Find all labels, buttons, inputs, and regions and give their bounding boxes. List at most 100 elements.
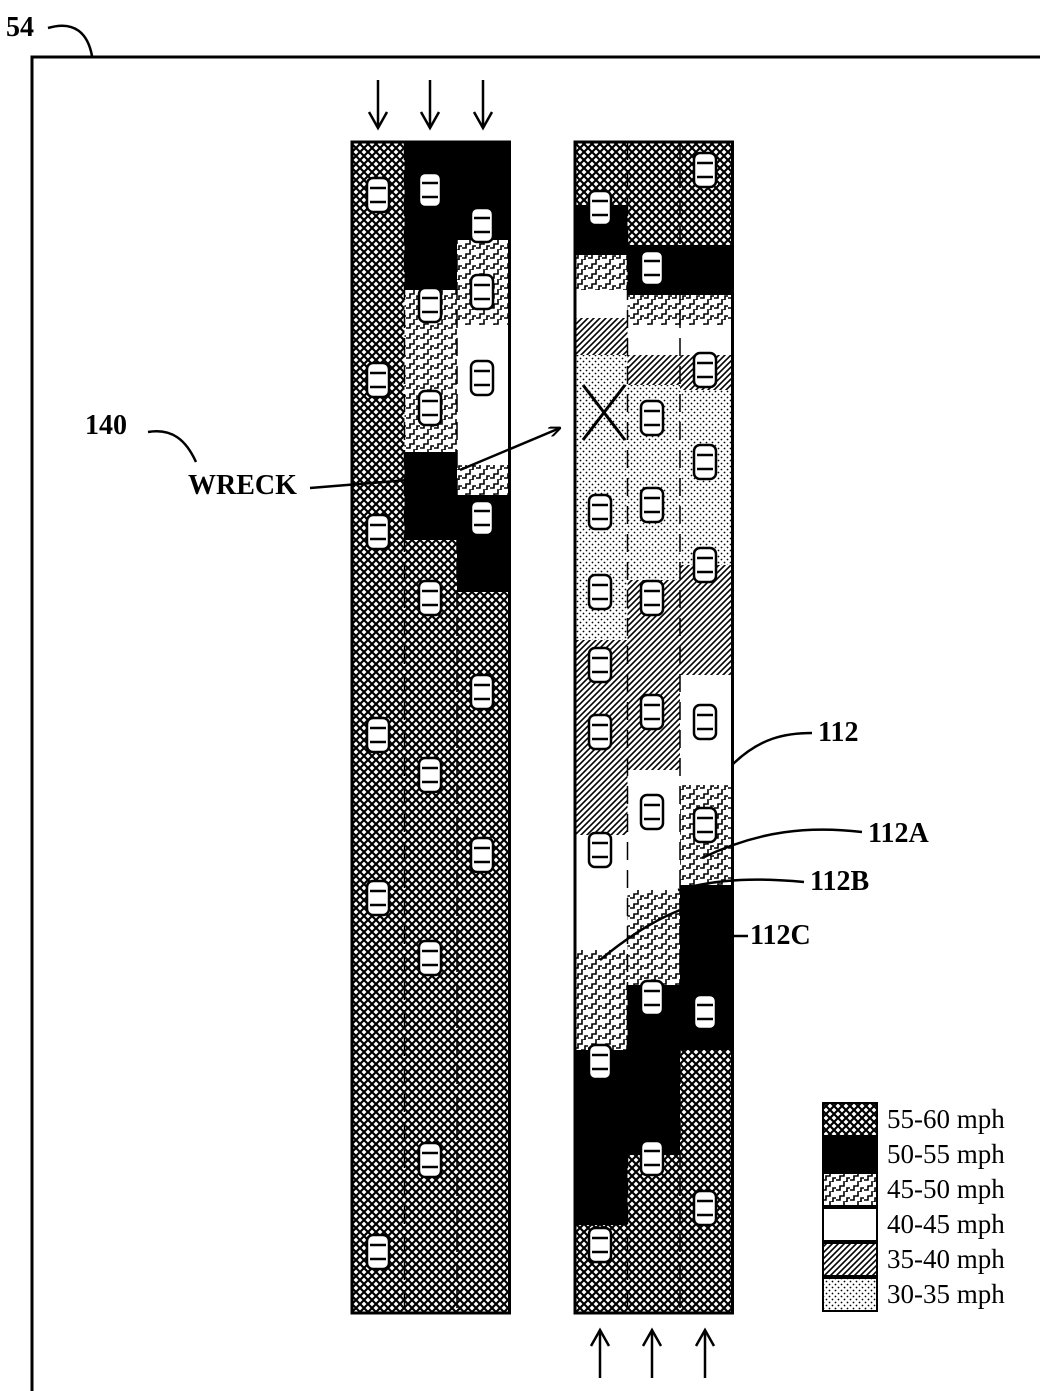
figure-reference-number: 54 [6,12,34,43]
car-icon [365,361,391,399]
legend-row: 30-35 mph [822,1277,1040,1312]
wreck-ref-leader [147,430,198,463]
wreck-reference-number: 140 [85,410,127,441]
legend-row: 40-45 mph [822,1207,1040,1242]
lane-speed-segment [680,565,733,675]
lane-reference-112: 112 [818,717,859,748]
leader-112b [677,878,805,892]
wreck-arrow-right [459,428,560,472]
car-icon [639,979,665,1017]
car-icon [365,1233,391,1271]
lane-speed-segment [404,142,457,290]
legend-label: 30-35 mph [887,1279,1005,1309]
road-outline [350,140,511,1315]
wreck-marker-icon [581,384,627,441]
legend-row: 50-55 mph [822,1137,1040,1172]
car-icon [639,486,665,524]
car-icon [469,359,495,397]
lane-speed-segment [404,540,457,1313]
car-icon [639,793,665,831]
road-outline [573,140,734,1315]
car-icon [692,546,718,584]
legend-swatch [822,1137,878,1172]
car-icon [692,1189,718,1227]
legend-swatch [822,1207,878,1242]
lane-reference-112a: 112A [868,818,929,849]
up-arrow-icon [694,1327,716,1378]
car-icon [417,579,443,617]
car-icon [469,499,495,537]
car-icon [417,1141,443,1179]
lane-speed-segment [627,325,680,355]
lane-speed-segment [627,1155,680,1313]
legend-swatch [822,1172,878,1207]
down-arrow-icon [367,80,389,131]
lane-speed-segment [457,465,510,495]
car-icon [639,249,665,287]
legend-row: 55-60 mph [822,1102,1040,1137]
car-icon [692,993,718,1031]
car-icon [692,151,718,189]
car-icon [587,831,613,869]
car-icon [417,389,443,427]
car-icon [365,513,391,551]
lane-speed-segment [680,1050,733,1313]
car-icon [587,1226,613,1264]
legend-row: 45-50 mph [822,1172,1040,1207]
car-icon [587,1043,613,1081]
lane-speed-segment [627,890,680,985]
car-icon [469,836,495,874]
lane-speed-segment [575,890,628,950]
lane-speed-segment [575,318,628,355]
car-icon [587,573,613,611]
wreck-leader-left [309,478,409,490]
traffic-direction-arrows [367,80,716,1378]
car-icon [692,703,718,741]
lane-speed-segment [627,355,680,385]
lane-speed-segment [627,295,680,325]
car-icon [692,806,718,844]
northbound-road [573,140,734,1315]
up-arrow-icon [641,1327,663,1378]
vehicles [365,151,718,1271]
car-icon [587,493,613,531]
up-arrow-icon [589,1327,611,1378]
legend-label: 50-55 mph [887,1139,1005,1169]
lane-speed-segment [680,295,733,325]
car-icon [417,939,443,977]
lane-speed-segment [575,290,628,318]
lane-speed-segment [680,245,733,295]
legend-label: 55-60 mph [887,1104,1005,1134]
lane-speed-segment [627,142,680,245]
car-icon [639,399,665,437]
speed-legend: 55-60 mph 50-55 mph 45-50 mph 40-45 mph … [822,1102,1040,1312]
legend-label: 45-50 mph [887,1174,1005,1204]
leader-112 [732,731,813,765]
car-icon [417,286,443,324]
car-icon [365,176,391,214]
legend-swatch [822,1242,878,1277]
legend-row: 35-40 mph [822,1242,1040,1277]
down-arrow-icon [472,80,494,131]
car-icon [587,713,613,751]
lane-speed-segment [404,452,457,540]
down-arrow-icon [419,80,441,131]
wreck-label: WRECK [188,470,297,501]
legend-swatch [822,1277,878,1312]
car-icon [587,189,613,227]
car-icon [469,273,495,311]
car-icon [469,206,495,244]
leader-112c [599,908,681,961]
lane-speed-segment [457,592,510,1313]
car-icon [417,171,443,209]
car-icon [639,1139,665,1177]
car-icon [639,693,665,731]
car-icon [365,716,391,754]
lane-reference-112b: 112B [810,866,870,897]
car-icon [692,351,718,389]
legend-label: 35-40 mph [887,1244,1005,1274]
car-icon [587,646,613,684]
lane-speed-segment [575,255,628,290]
lane-reference-112c: 112C [750,920,811,951]
